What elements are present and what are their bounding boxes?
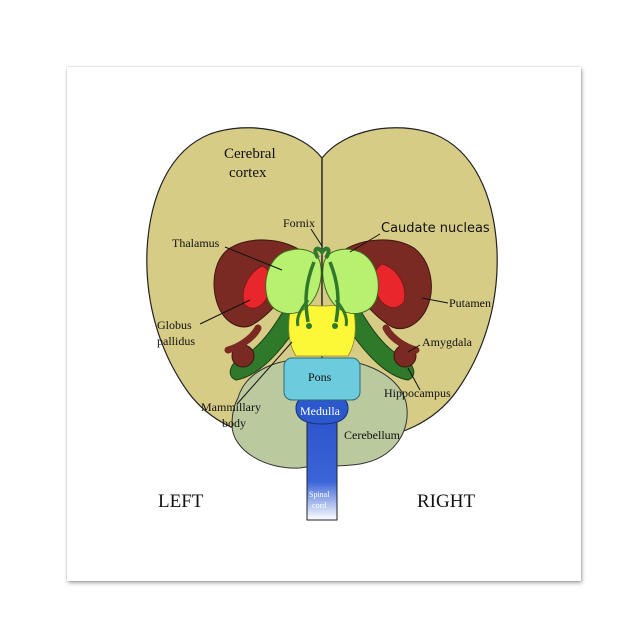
label-fornix: Fornix — [283, 216, 315, 230]
label-thalamus: Thalamus — [172, 236, 220, 250]
label-caudate: Caudate nucleas — [381, 221, 490, 236]
fornix — [313, 246, 331, 260]
label-medulla: Medulla — [300, 404, 341, 418]
label-cerebral-cortex-1: Cerebral — [224, 146, 276, 162]
label-left: LEFT — [158, 491, 204, 512]
label-globus-1: Globus — [157, 318, 192, 332]
label-hippocampus: Hippocampus — [384, 386, 451, 400]
label-spinal-2: cord — [312, 501, 326, 510]
label-mammillary-1: Mammillary — [201, 400, 261, 414]
label-amygdala: Amygdala — [422, 335, 473, 349]
label-mammillary-2: body — [222, 416, 246, 430]
label-globus-2: pallidus — [157, 334, 195, 348]
label-cerebellum: Cerebellum — [344, 428, 401, 442]
label-putamen: Putamen — [449, 296, 491, 310]
label-right: RIGHT — [417, 491, 475, 512]
label-cerebral-cortex-2: cortex — [229, 165, 267, 181]
label-pons: Pons — [308, 370, 332, 384]
pons — [283, 357, 361, 401]
label-spinal-1: Spinal — [309, 490, 330, 499]
